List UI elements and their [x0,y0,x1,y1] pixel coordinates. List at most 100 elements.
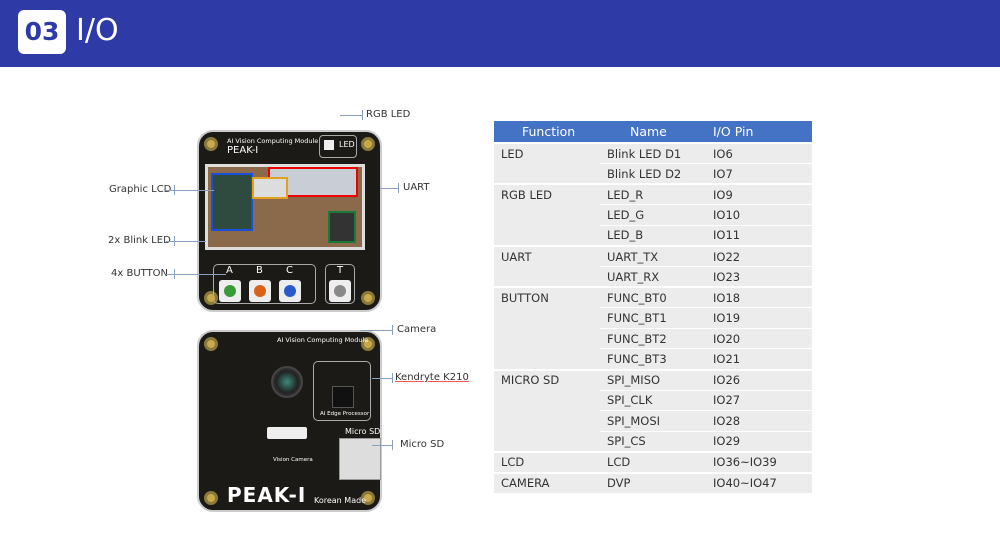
cell-io-pin: IO20 [706,327,812,349]
cell-io-pin: IO19 [706,307,812,329]
module-text: AI Vision Computing Module [277,336,369,344]
cell-io-pin: IO6 [706,142,812,164]
button-label-a: A [226,265,233,276]
button-a [219,280,241,302]
cell-name: SPI_MOSI [600,410,706,432]
screw-icon [361,337,375,351]
cell-name: FUNC_BT2 [600,327,706,349]
cell-function [494,225,600,246]
cell-name: Blink LED D2 [600,163,706,185]
cell-io-pin: IO29 [706,430,812,452]
k210-processor: AI Edge Processor [313,361,371,421]
cell-io-pin: IO36~IO39 [706,450,812,473]
header-name: Name [600,121,706,143]
screw-icon [361,291,375,305]
camera-lens [271,366,303,398]
screw-icon [204,137,218,151]
cell-function [494,431,600,452]
korean-made-text: Korean Made [314,496,367,505]
cell-function [494,163,600,185]
cell-name: FUNC_BT1 [600,307,706,329]
cell-io-pin: IO26 [706,368,812,391]
cell-function [494,410,600,432]
cell-io-pin: IO18 [706,286,812,308]
cell-io-pin: IO10 [706,204,812,226]
cell-io-pin: IO7 [706,163,812,185]
button-label-t: T [337,265,344,276]
cell-name: FUNC_BT3 [600,348,706,370]
callout-uart: UART [403,182,430,193]
section-number: 03 [18,10,66,54]
cell-io-pin: IO27 [706,389,812,411]
cell-io-pin: IO40~IO47 [706,471,812,494]
header-io-pin: I/O Pin [706,121,812,143]
cell-function [494,328,600,349]
cell-name: LED_R [600,183,706,205]
cell-name: LED_B [600,224,706,246]
cell-name: SPI_CS [600,430,706,452]
header-function: Function [494,121,600,143]
screw-icon [361,491,375,505]
back-board-image: AI Vision Computing Module AI Edge Proce… [197,330,382,512]
cell-name: LED_G [600,204,706,226]
button-label-c: C [286,265,293,276]
board-name: PEAK-I [227,145,259,156]
cell-name: SPI_MISO [600,368,706,391]
cell-name: UART_TX [600,244,706,267]
button-label-b: B [256,265,263,276]
cell-function [494,307,600,329]
cell-function [494,266,600,288]
cell-io-pin: IO11 [706,224,812,246]
cell-function: RGB LED [494,183,600,205]
callout-micro-sd: Micro SD [400,439,445,450]
callout-rgb-led: RGB LED [366,109,411,120]
screw-icon [361,137,375,151]
lcd-screen [205,164,365,250]
screw-icon [204,491,218,505]
cell-name: LCD [600,450,706,473]
screw-icon [204,337,218,351]
rgb-led: LED [319,135,357,158]
cell-function: UART [494,244,600,267]
callout-blink-led: 2x Blink LED [108,235,171,246]
cell-name: DVP [600,471,706,494]
front-board-image: AI Vision Computing Module PEAK-I LED A … [197,130,382,312]
cell-name: FUNC_BT0 [600,286,706,308]
table-header-row: Function Name I/O Pin [494,121,812,143]
cell-io-pin: IO22 [706,244,812,267]
callout-button: 4x BUTTON [111,268,169,279]
cell-function: CAMERA [494,471,600,494]
cell-io-pin: IO21 [706,348,812,370]
button-c [279,280,301,302]
sd-text: Micro SD [345,427,381,436]
module-text: AI Vision Computing Module [227,137,319,145]
cell-function: LCD [494,450,600,473]
vision-camera-text: Vision Camera [273,457,313,463]
peak-logo: PEAK-I [227,483,307,507]
cell-io-pin: IO28 [706,410,812,432]
callout-k210: Kendryte K210 [395,372,469,383]
cell-function: BUTTON [494,286,600,308]
cell-function [494,204,600,226]
cell-io-pin: IO23 [706,266,812,288]
cell-function: MICRO SD [494,368,600,391]
button-b [249,280,271,302]
cell-name: UART_RX [600,266,706,288]
